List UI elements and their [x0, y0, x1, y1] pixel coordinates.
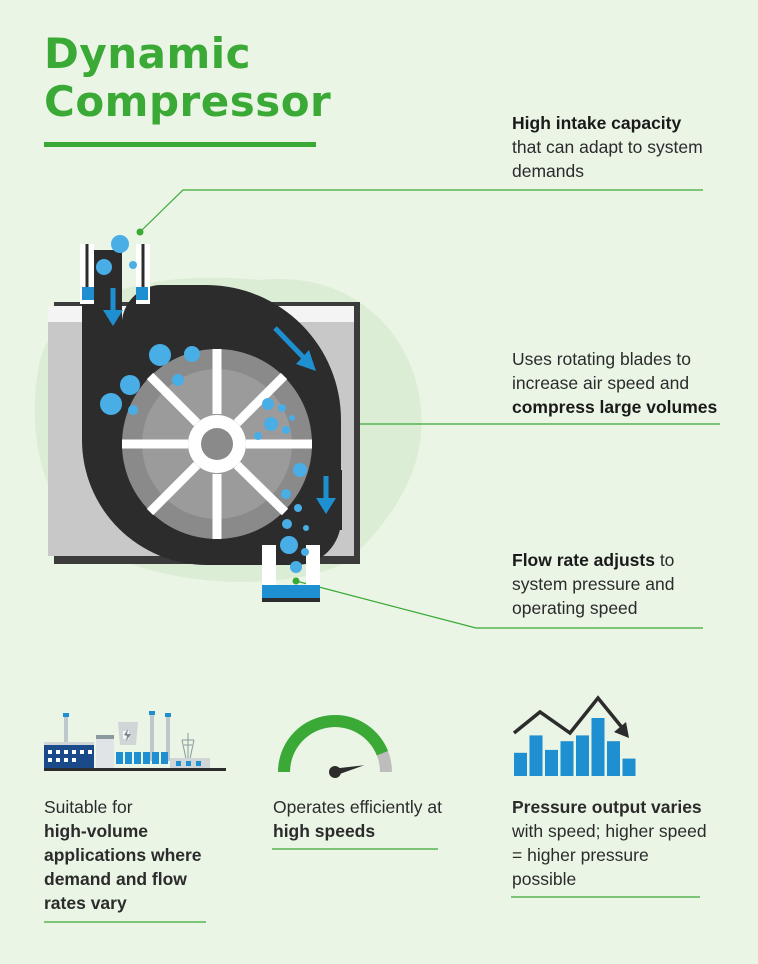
callout-flow-bold: Flow rate adjusts [512, 550, 655, 570]
callout-intake-bold: High intake capacity [512, 113, 682, 133]
pressure-bar [514, 752, 527, 776]
gauge-needle [329, 765, 365, 778]
inlet-pipe [80, 244, 150, 304]
title-underline [44, 142, 316, 147]
speed-gauge-icon [277, 714, 392, 778]
trend-arrowhead [614, 722, 629, 738]
feature-1-bold: high-volume applications where demand an… [44, 821, 202, 913]
leader-lines [139, 189, 720, 629]
callout-intake: High intake capacity that can adapt to s… [512, 111, 742, 183]
feature-2-bold: high speeds [273, 821, 376, 841]
arrow-down-icon [316, 476, 336, 514]
feature-1-text: Suitable for [44, 797, 133, 817]
pressure-bar [560, 741, 574, 776]
callout-flow-text: to system pressure and operating speed [512, 550, 675, 618]
title-line-1: Dynamic [44, 29, 252, 78]
feature-3-bold: Pressure output varies [512, 797, 702, 817]
pressure-bar-chart-icon [512, 695, 636, 776]
impeller [122, 349, 312, 539]
feature-2-text: Operates efficiently at [273, 797, 442, 817]
page-title: Dynamic Compressor [44, 30, 331, 126]
pressure-trend-line [512, 695, 626, 736]
arrow-rotate-icon [273, 326, 316, 371]
leader-intake [139, 189, 703, 233]
callout-blades-text: Uses rotating blades to increase air spe… [512, 349, 691, 393]
pressure-bar [529, 735, 543, 776]
air-bubbles [96, 235, 309, 573]
pressure-bar [576, 735, 589, 776]
callout-blades-bold: compress large volumes [512, 397, 718, 417]
callout-flow: Flow rate adjusts to system pressure and… [512, 548, 712, 620]
feature-pressure: Pressure output varies with speed; highe… [512, 795, 712, 891]
pressure-bar [622, 758, 636, 776]
outlet-pipe [262, 545, 320, 602]
title-line-2: Compressor [44, 77, 332, 126]
leader-flow [295, 580, 703, 629]
pressure-bar [591, 718, 605, 776]
feature-efficiency: Operates efficiently at high speeds [273, 795, 473, 843]
arrow-down-icon [103, 288, 123, 326]
feature-suitability: Suitable for high-volume applications wh… [44, 795, 224, 915]
pressure-bars [514, 718, 636, 776]
industrial-plant-icon [44, 711, 226, 771]
callout-blades: Uses rotating blades to increase air spe… [512, 347, 742, 419]
pressure-bar [545, 749, 558, 776]
callout-intake-text: that can adapt to system demands [512, 137, 703, 181]
flow-arrows [103, 288, 336, 514]
gauge-fill [277, 714, 388, 772]
pressure-bar [607, 741, 620, 776]
feature-3-text: with speed; higher speed = higher pressu… [512, 821, 707, 889]
